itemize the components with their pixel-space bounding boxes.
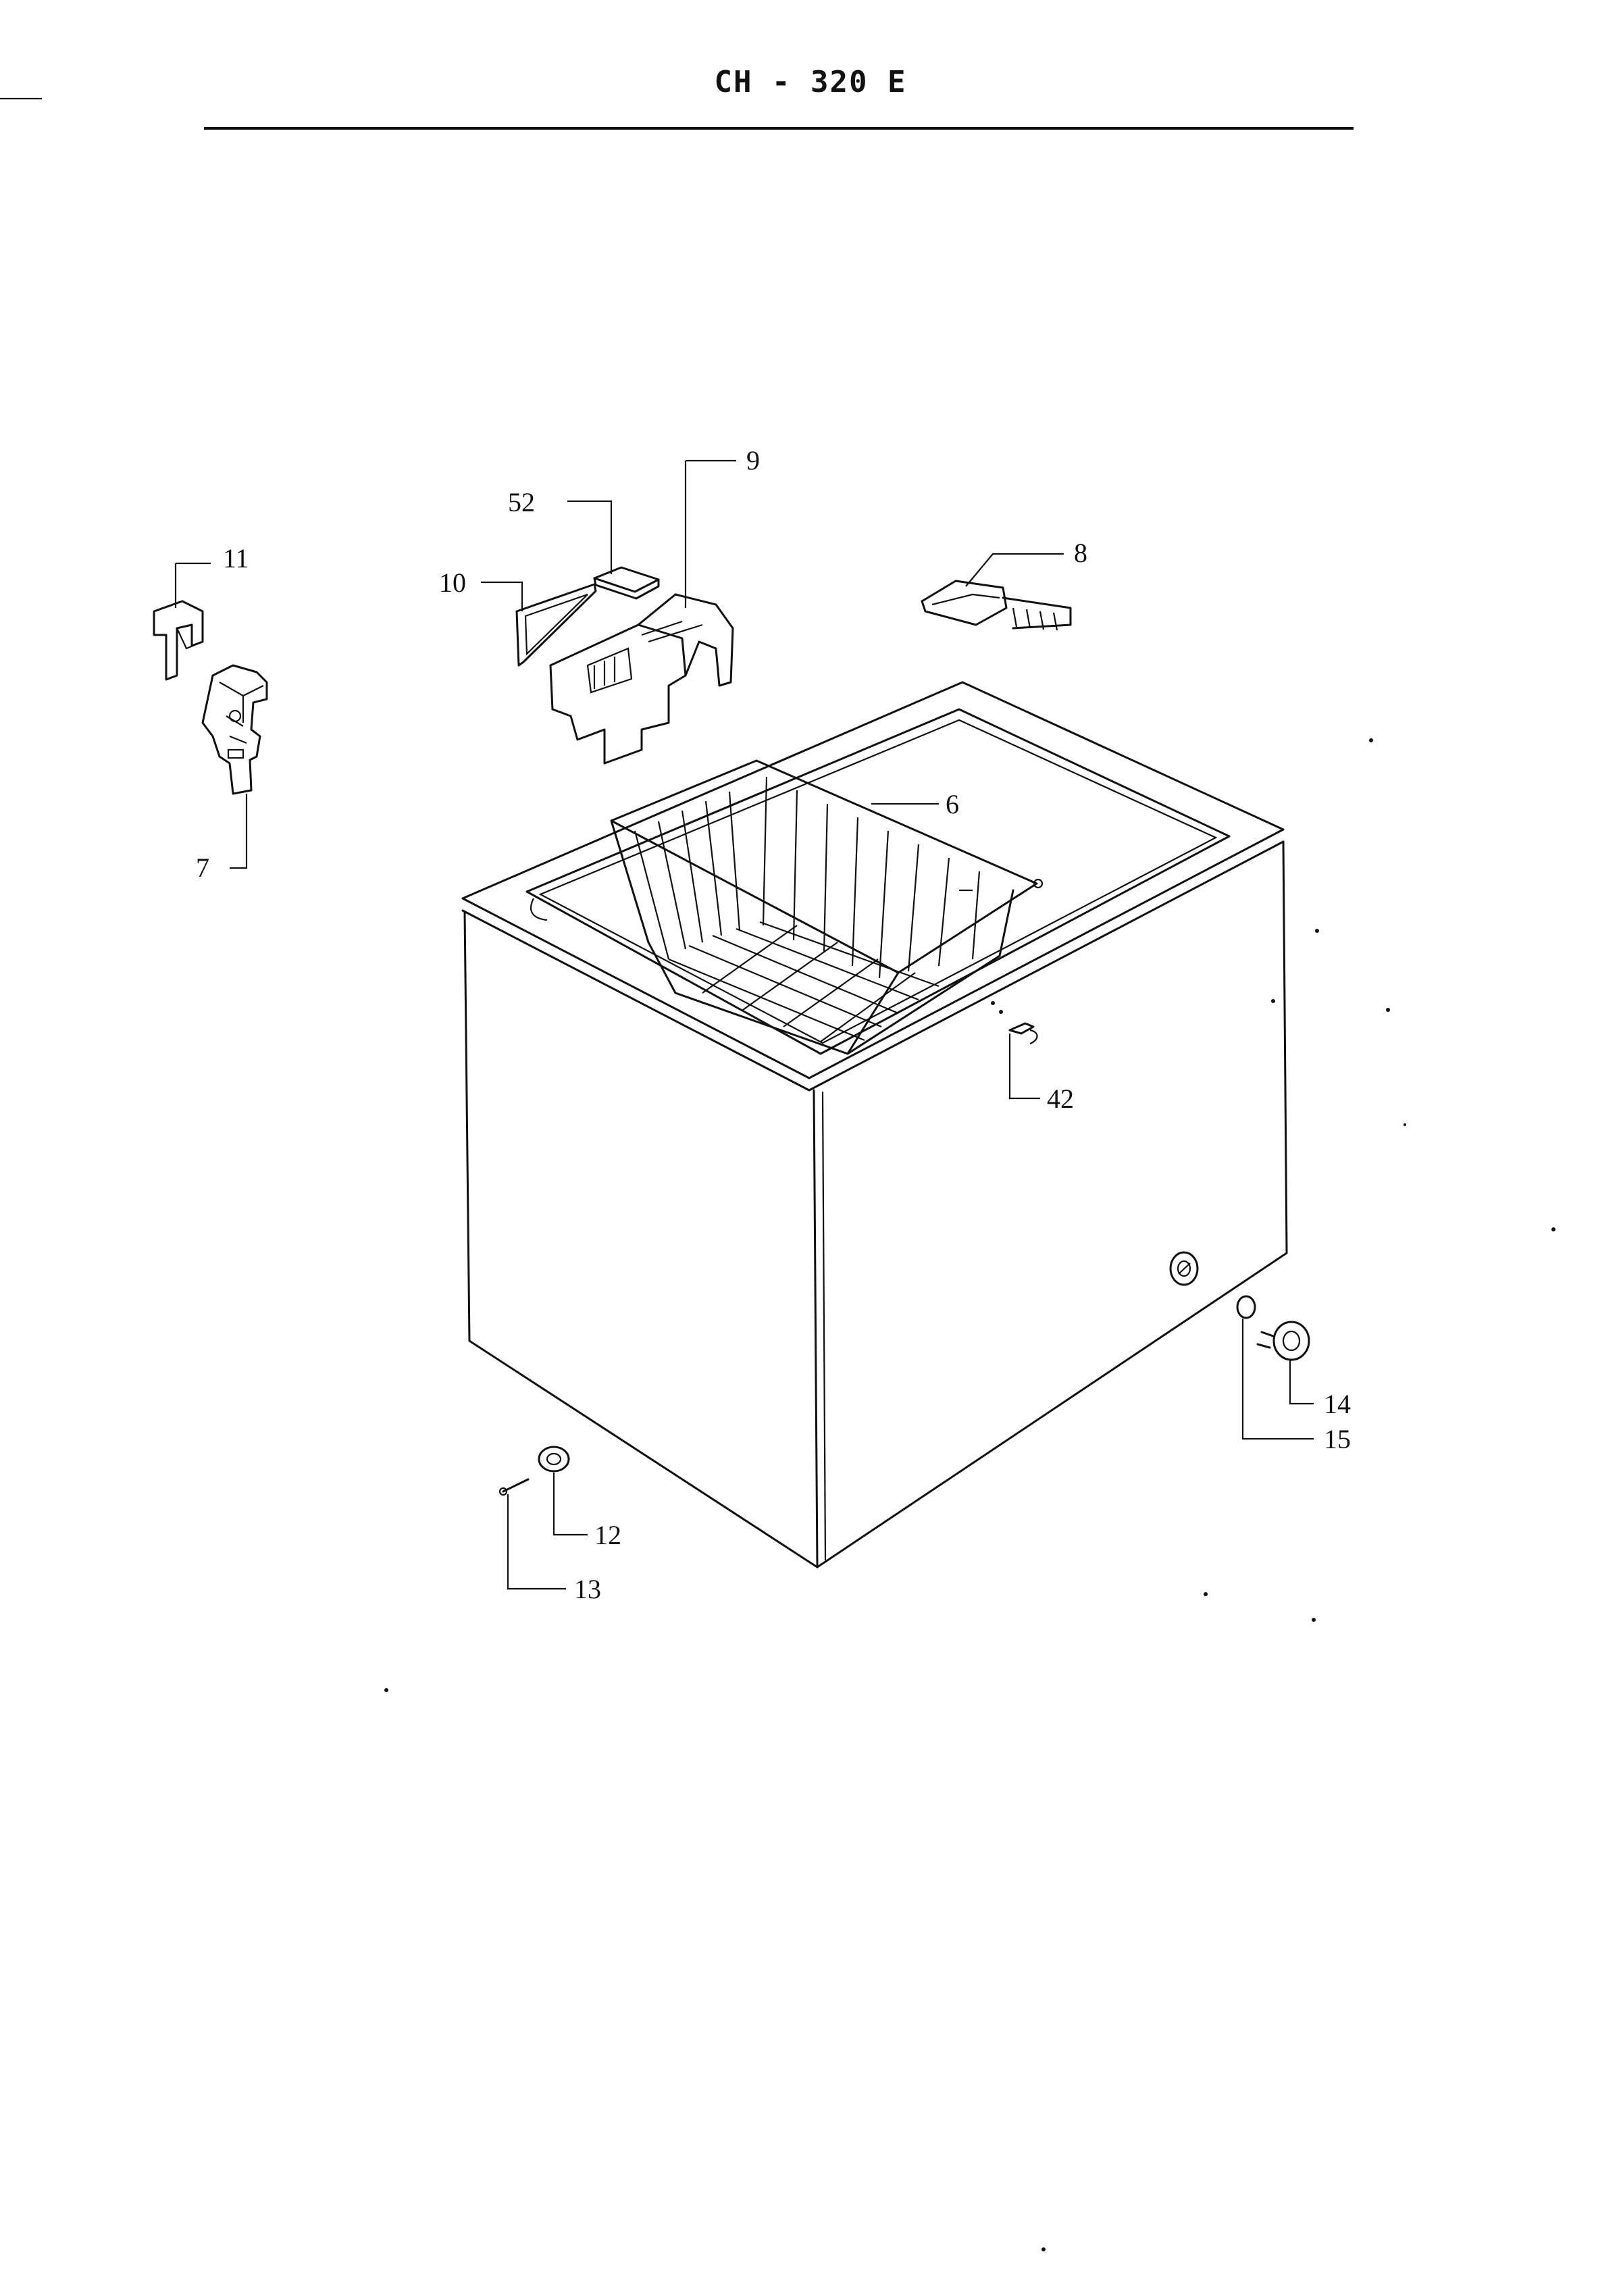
callout-42: 42 bbox=[1047, 1083, 1074, 1114]
callout-8: 8 bbox=[1074, 538, 1087, 568]
callout-15: 15 bbox=[1324, 1424, 1351, 1454]
page-title: CH - 320 E bbox=[714, 65, 907, 99]
part-9-control-housing bbox=[549, 593, 734, 765]
part-11-clip bbox=[153, 600, 204, 681]
callout-11: 11 bbox=[223, 543, 249, 573]
part-7-thermostat bbox=[201, 664, 268, 795]
part-15-washer bbox=[1236, 1295, 1256, 1319]
callout-52: 52 bbox=[508, 487, 535, 517]
wire-basket bbox=[610, 759, 1044, 1055]
callout-13: 13 bbox=[574, 1574, 601, 1604]
callout-7: 7 bbox=[196, 852, 209, 883]
callout-14: 14 bbox=[1324, 1389, 1351, 1419]
part-14-knob bbox=[1256, 1321, 1310, 1361]
part-42-latch bbox=[991, 1001, 1038, 1045]
part-52-cover bbox=[593, 566, 660, 600]
part-13-pin bbox=[498, 1478, 530, 1496]
leader-lines bbox=[174, 459, 1314, 1590]
callout-10: 10 bbox=[439, 567, 466, 598]
part-10-frame bbox=[515, 583, 597, 667]
callout-6: 6 bbox=[946, 789, 959, 819]
chest-freezer-cabinet bbox=[461, 681, 1288, 1568]
part-8-hinge-plate bbox=[921, 580, 1072, 631]
callout-9: 9 bbox=[746, 445, 760, 476]
callout-12: 12 bbox=[594, 1520, 621, 1550]
part-12-foot bbox=[538, 1446, 570, 1473]
scan-specks bbox=[384, 738, 1555, 2251]
